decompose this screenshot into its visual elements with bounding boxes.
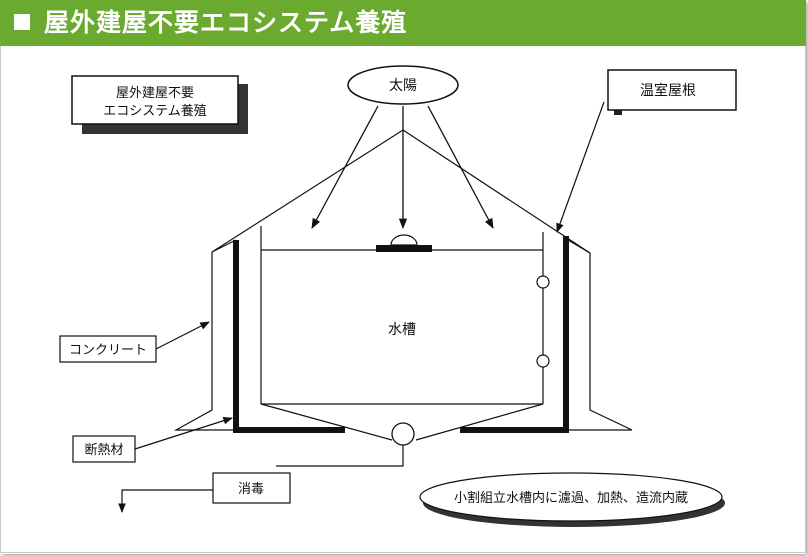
square-bullet-icon bbox=[14, 14, 30, 30]
greenhouse-roof bbox=[211, 101, 605, 254]
insulation-layer bbox=[233, 236, 569, 433]
title-box-line2: エコシステム養殖 bbox=[103, 103, 207, 119]
content-border bbox=[0, 46, 806, 553]
concrete-walls bbox=[173, 239, 633, 431]
disinfection-label: 消毒 bbox=[212, 472, 291, 504]
tank-lid-bar bbox=[376, 245, 432, 252]
sun-text: 太陽 bbox=[389, 78, 417, 94]
note-text: 小割組立水槽内に濾過、加熱、造流内蔵 bbox=[454, 490, 688, 506]
insulation-label: 断熱材 bbox=[72, 416, 233, 463]
greenhouse-roof-label: 温室屋根 bbox=[607, 69, 737, 115]
tank-sensor-lower bbox=[536, 354, 550, 368]
greenhouse-roof-text: 温室屋根 bbox=[640, 82, 696, 99]
sun-label: 太陽 bbox=[347, 65, 459, 105]
tank-sensor-upper bbox=[536, 275, 550, 289]
disinfection-flow bbox=[118, 445, 404, 513]
title-box-line1: 屋外建屋不要 bbox=[116, 86, 194, 101]
header-bar: 屋外建屋不要エコシステム養殖 bbox=[0, 0, 806, 46]
concrete-text: コンクリート bbox=[69, 343, 147, 358]
disinfection-text: 消毒 bbox=[238, 482, 264, 497]
water-tank bbox=[260, 226, 544, 441]
insulation-text: 断熱材 bbox=[84, 443, 123, 458]
tank-label: 水槽 bbox=[388, 322, 416, 338]
page-title: 屋外建屋不要エコシステム養殖 bbox=[44, 8, 408, 37]
sun-rays bbox=[311, 105, 494, 230]
concrete-label: コンクリート bbox=[59, 321, 210, 363]
tank-lid-dome bbox=[390, 234, 418, 246]
note-callout: 小割組立水槽内に濾過、加熱、造流内蔵 bbox=[419, 472, 725, 527]
drain-valve bbox=[391, 422, 415, 446]
diagram-title-box: 屋外建屋不要 エコシステム養殖 bbox=[71, 75, 248, 134]
